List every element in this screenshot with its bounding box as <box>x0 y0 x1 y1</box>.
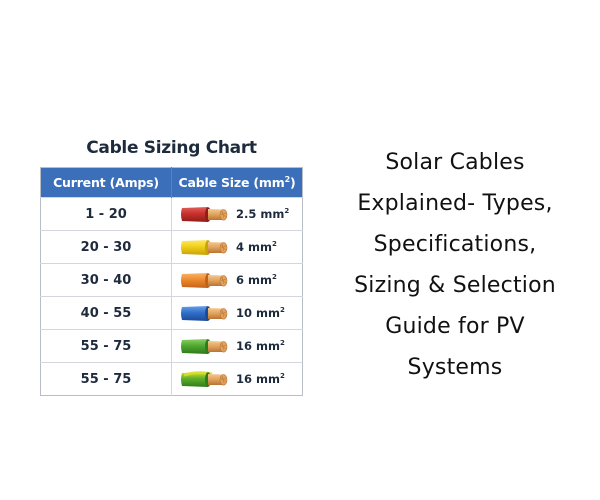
table-row: 1 - 20 <box>40 197 303 231</box>
column-header-current: Current (Amps) <box>40 167 172 198</box>
current-range-cell: 1 - 20 <box>40 197 172 231</box>
table-row: 30 - 40 <box>40 263 303 297</box>
blue-wire-icon <box>181 306 228 321</box>
cable-size-label: 16 mm2 <box>236 339 285 353</box>
headline-line: Specifications, <box>373 232 537 257</box>
green-yellow-wire-icon <box>181 371 228 387</box>
article-headline: Solar Cables Explained- Types, Specifica… <box>322 142 588 388</box>
headline-line: Sizing & Selection <box>354 273 556 298</box>
cable-size-label: 16 mm2 <box>236 372 285 386</box>
cable-size-label: 2.5 mm2 <box>236 207 290 221</box>
cable-size-cell: 16 mm2 <box>171 329 303 363</box>
yellow-wire-icon <box>181 240 228 255</box>
cable-size-label: 6 mm2 <box>236 273 277 287</box>
cable-size-label: 4 mm2 <box>236 240 277 254</box>
cable-size-label: 10 mm2 <box>236 306 285 320</box>
cable-size-cell: 6 mm2 <box>171 263 303 297</box>
cable-sizing-chart: Cable Sizing Chart Current (Amps) Cable … <box>40 134 303 396</box>
current-range-cell: 55 - 75 <box>40 362 172 396</box>
headline-line: Guide for PV <box>385 314 525 339</box>
orange-wire-icon <box>181 273 228 288</box>
table-row: 20 - 30 <box>40 230 303 264</box>
table-row: 40 - 55 <box>40 296 303 330</box>
current-range-cell: 40 - 55 <box>40 296 172 330</box>
headline-line: Explained- Types, <box>357 191 553 216</box>
chart-title: Cable Sizing Chart <box>86 138 257 158</box>
superscript: 2 <box>284 174 291 184</box>
current-range-cell: 20 - 30 <box>40 230 172 264</box>
cable-size-cell: 4 mm2 <box>171 230 303 264</box>
cable-size-cell: 2.5 mm2 <box>171 197 303 231</box>
column-header-cable-size: Cable Size (mm2) <box>171 167 303 198</box>
current-range-cell: 55 - 75 <box>40 329 172 363</box>
headline-line: Systems <box>407 355 503 380</box>
table-row: 55 - 75 <box>40 329 303 363</box>
cable-size-cell: 16 mm2 <box>171 362 303 396</box>
table-row: 55 - 75 <box>40 362 303 396</box>
column-header-current-label: Current (Amps) <box>53 175 159 190</box>
cable-sizing-table: Current (Amps) Cable Size (mm2) 1 - 20 <box>40 167 303 396</box>
cable-size-cell: 10 mm2 <box>171 296 303 330</box>
table-header-row: Current (Amps) Cable Size (mm2) <box>40 167 303 198</box>
red-wire-icon <box>181 207 228 222</box>
current-range-cell: 30 - 40 <box>40 263 172 297</box>
green-wire-icon <box>181 339 228 354</box>
headline-line: Solar Cables <box>385 150 525 175</box>
closing-paren: ) <box>289 175 296 191</box>
column-header-size-label: Cable Size (mm <box>178 175 285 191</box>
